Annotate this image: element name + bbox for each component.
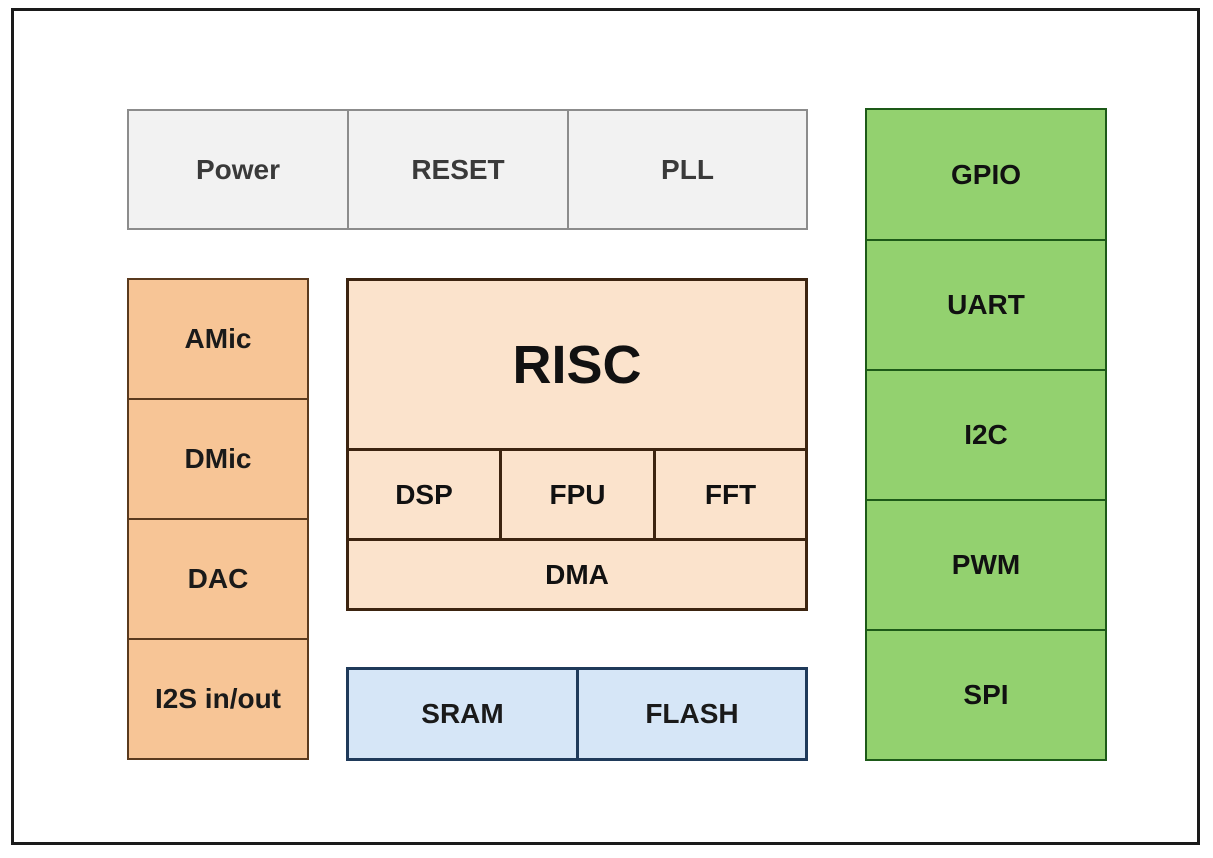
- pll-block: PLL: [567, 109, 808, 230]
- dsp-block: DSP: [346, 448, 502, 541]
- fft-block: FFT: [653, 448, 808, 541]
- sram-block: SRAM: [346, 667, 579, 761]
- amic-block: AMic: [127, 278, 309, 400]
- i2s-block: I2S in/out: [127, 638, 309, 760]
- fpu-block: FPU: [499, 448, 656, 541]
- uart-block: UART: [865, 239, 1107, 371]
- flash-block: FLASH: [576, 667, 808, 761]
- gpio-block: GPIO: [865, 108, 1107, 241]
- risc-block: RISC: [346, 278, 808, 451]
- dmic-block: DMic: [127, 398, 309, 520]
- pwm-block: PWM: [865, 499, 1107, 631]
- dac-block: DAC: [127, 518, 309, 640]
- reset-block: RESET: [347, 109, 569, 230]
- dma-block: DMA: [346, 538, 808, 611]
- power-block: Power: [127, 109, 349, 230]
- spi-block: SPI: [865, 629, 1107, 761]
- i2c-block: I2C: [865, 369, 1107, 501]
